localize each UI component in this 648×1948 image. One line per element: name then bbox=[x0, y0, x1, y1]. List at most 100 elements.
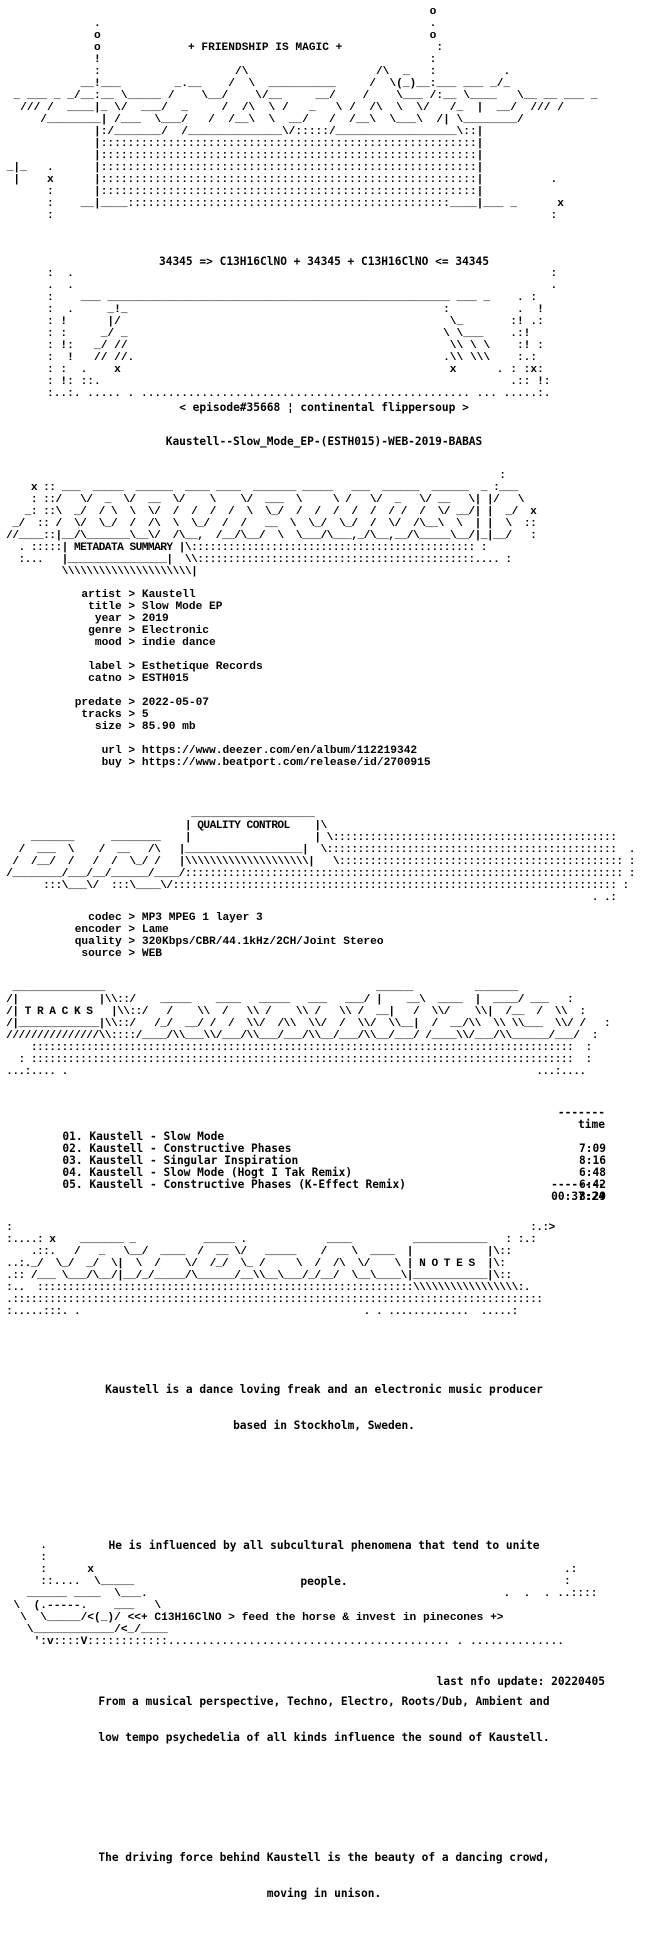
metadata-table: artist > Kaustell title > Slow Mode EP y… bbox=[0, 589, 648, 769]
track-title: Kaustell - Constructive Phases (K-Effect… bbox=[89, 1178, 406, 1191]
notes-line: Kaustell is a dance loving freak and an … bbox=[105, 1383, 543, 1396]
metadata-value: 2019 bbox=[141, 613, 169, 625]
notes-logo-art: : :.:> :....: x _______ _ _____ . ____ _… bbox=[6, 1222, 555, 1318]
quality-value: WEB bbox=[141, 948, 163, 960]
footer-art: . : : x .: ::.... \_____ : ______ ____ bbox=[13, 1540, 598, 1648]
quality-row: source > WEB bbox=[0, 948, 648, 960]
track-number: 04. bbox=[62, 1166, 83, 1179]
metadata-row: tracks > 5 bbox=[0, 709, 648, 721]
notes-line: moving in unison. bbox=[266, 1887, 382, 1900]
quality-row: quality > 320Kbps/CBR/44.1kHz/2CH/Joint … bbox=[0, 936, 648, 948]
track-title: Kaustell - Singular Inspiration bbox=[89, 1154, 299, 1167]
track-row: 05. Kaustell - Constructive Phases (K-Ef… bbox=[22, 1167, 606, 1215]
tracks-list: time ------- 01. Kaustell - Slow Mode 7:… bbox=[0, 1095, 648, 1227]
track-time: 8:29 bbox=[579, 1190, 606, 1203]
metadata-key: predate bbox=[74, 697, 122, 709]
metadata-row: artist > Kaustell bbox=[0, 589, 648, 601]
metadata-key: year bbox=[94, 613, 122, 625]
metadata-key: mood bbox=[94, 637, 122, 649]
quality-row: encoder > Lame bbox=[0, 924, 648, 936]
metadata-row: label > Esthetique Records bbox=[0, 661, 648, 673]
notes-line: He is influenced by all subcultural phen… bbox=[108, 1539, 540, 1552]
metadata-value: 85.90 mb bbox=[141, 721, 196, 733]
metadata-value: 2022-05-07 bbox=[141, 697, 210, 709]
metadata-value: Slow Mode EP bbox=[141, 601, 223, 613]
notes-line: From a musical perspective, Techno, Elec… bbox=[98, 1695, 550, 1708]
metadata-logo-art: : x :: ___ _____ ______ ____ ____ ______… bbox=[6, 470, 537, 578]
track-number: 05. bbox=[62, 1178, 83, 1191]
notes-line: The driving force behind Kaustell is the… bbox=[98, 1851, 550, 1864]
metadata-value: Esthetique Records bbox=[141, 661, 263, 673]
quality-value: Lame bbox=[141, 924, 169, 936]
metadata-spacer bbox=[0, 733, 648, 745]
notes-line: people. bbox=[300, 1575, 348, 1588]
track-time: 8:16 bbox=[579, 1154, 606, 1167]
episode-line: < episode#35668 ¦ continental flippersou… bbox=[179, 402, 469, 414]
tracks-section-title: T R A C K S bbox=[24, 1006, 93, 1018]
quality-value: 320Kbps/CBR/44.1kHz/2CH/Joint Stereo bbox=[141, 936, 384, 948]
metadata-key: genre bbox=[88, 625, 122, 637]
footer-slogan: <<+ C13H16ClNO > feed the horse & invest… bbox=[127, 1612, 504, 1624]
metadata-value: Electronic bbox=[141, 625, 210, 637]
track-title: Kaustell - Slow Mode bbox=[89, 1130, 225, 1143]
last-update-text: last nfo update: 20220405 bbox=[436, 1675, 605, 1688]
metadata-key: size bbox=[94, 721, 122, 733]
header-bridge-art: : . : . . . : ___ ______________________… bbox=[46, 268, 558, 400]
track-time: 6:42 bbox=[579, 1178, 606, 1191]
quality-logo-art: ____________________ | QUALITY CONTROL |… bbox=[6, 808, 635, 904]
notes-paragraph: He is influenced by all subcultural phen… bbox=[0, 1516, 648, 1612]
total-rule: -------- bbox=[551, 1178, 605, 1191]
metadata-row: size > 85.90 mb bbox=[0, 721, 648, 733]
quality-section-title: QUALITY CONTROL bbox=[197, 820, 290, 832]
tagline: + FRIENDSHIP IS MAGIC + bbox=[187, 42, 343, 54]
time-header: time bbox=[578, 1118, 605, 1131]
metadata-key: title bbox=[88, 601, 122, 613]
track-number: 03. bbox=[62, 1154, 83, 1167]
quality-value: MP3 MPEG 1 layer 3 bbox=[141, 912, 263, 924]
metadata-key: url bbox=[101, 745, 122, 757]
track-row: 03. Kaustell - Singular Inspiration 6:48 bbox=[22, 1143, 606, 1191]
quality-key: quality bbox=[74, 936, 122, 948]
formula-line: 34345 => C13H16ClNO + 34345 + C13H16ClNO… bbox=[158, 256, 490, 268]
track-number: 01. bbox=[62, 1130, 83, 1143]
notes-section-title: N O T E S bbox=[419, 1258, 475, 1270]
metadata-value: indie dance bbox=[141, 637, 216, 649]
metadata-value: Kaustell bbox=[141, 589, 196, 601]
quality-table: codec > MP3 MPEG 1 layer 3 encoder > Lam… bbox=[0, 912, 648, 960]
notes-line: based in Stockholm, Sweden. bbox=[233, 1419, 415, 1432]
metadata-row: buy > https://www.beatport.com/release/i… bbox=[0, 757, 648, 769]
quality-key: source bbox=[81, 948, 122, 960]
metadata-row: year > 2019 bbox=[0, 613, 648, 625]
total-time: 00:37:24 bbox=[551, 1190, 605, 1203]
quality-row: codec > MP3 MPEG 1 layer 3 bbox=[0, 912, 648, 924]
track-time: 6:48 bbox=[579, 1166, 606, 1179]
metadata-value: ESTH015 bbox=[141, 673, 189, 685]
header-logo-art: o . . o o o + FRIENDSHIP IS MAGIC + : bbox=[6, 6, 598, 222]
metadata-row: predate > 2022-05-07 bbox=[0, 697, 648, 709]
metadata-key: buy bbox=[101, 757, 122, 769]
metadata-spacer bbox=[0, 685, 648, 697]
time-header-rule: ------- bbox=[557, 1106, 605, 1119]
metadata-row: mood > indie dance bbox=[0, 637, 648, 649]
metadata-key: artist bbox=[81, 589, 122, 601]
tracks-logo-art: _______________ ______ _______ /| |\\::/… bbox=[6, 982, 611, 1078]
release-name: Kaustell--Slow_Mode_EP-(ESTH015)-WEB-201… bbox=[165, 436, 483, 448]
notes-line: low tempo psychedelia of all kinds influ… bbox=[98, 1731, 550, 1744]
nfo-document: o . . o o o + FRIENDSHIP IS MAGIC + : bbox=[0, 6, 648, 1900]
quality-key: encoder bbox=[74, 924, 122, 936]
metadata-row: url > https://www.deezer.com/en/album/11… bbox=[0, 745, 648, 757]
metadata-row: title > Slow Mode EP bbox=[0, 601, 648, 613]
metadata-key: tracks bbox=[81, 709, 122, 721]
track-row: 01. Kaustell - Slow Mode 7:09 bbox=[22, 1119, 606, 1167]
metadata-key: catno bbox=[88, 673, 122, 685]
metadata-section-title: METADATA SUMMARY bbox=[73, 542, 173, 554]
metadata-value: https://www.deezer.com/en/album/11221934… bbox=[141, 745, 418, 757]
track-title: Kaustell - Slow Mode (Hogt I Tak Remix) bbox=[89, 1166, 353, 1179]
track-row: 02. Kaustell - Constructive Phases 8:16 bbox=[22, 1131, 606, 1179]
track-number: 02. bbox=[62, 1142, 83, 1155]
track-time: 7:09 bbox=[579, 1142, 606, 1155]
metadata-value: 5 bbox=[141, 709, 149, 721]
metadata-key: label bbox=[88, 661, 122, 673]
metadata-spacer bbox=[0, 649, 648, 661]
metadata-row: catno > ESTH015 bbox=[0, 673, 648, 685]
